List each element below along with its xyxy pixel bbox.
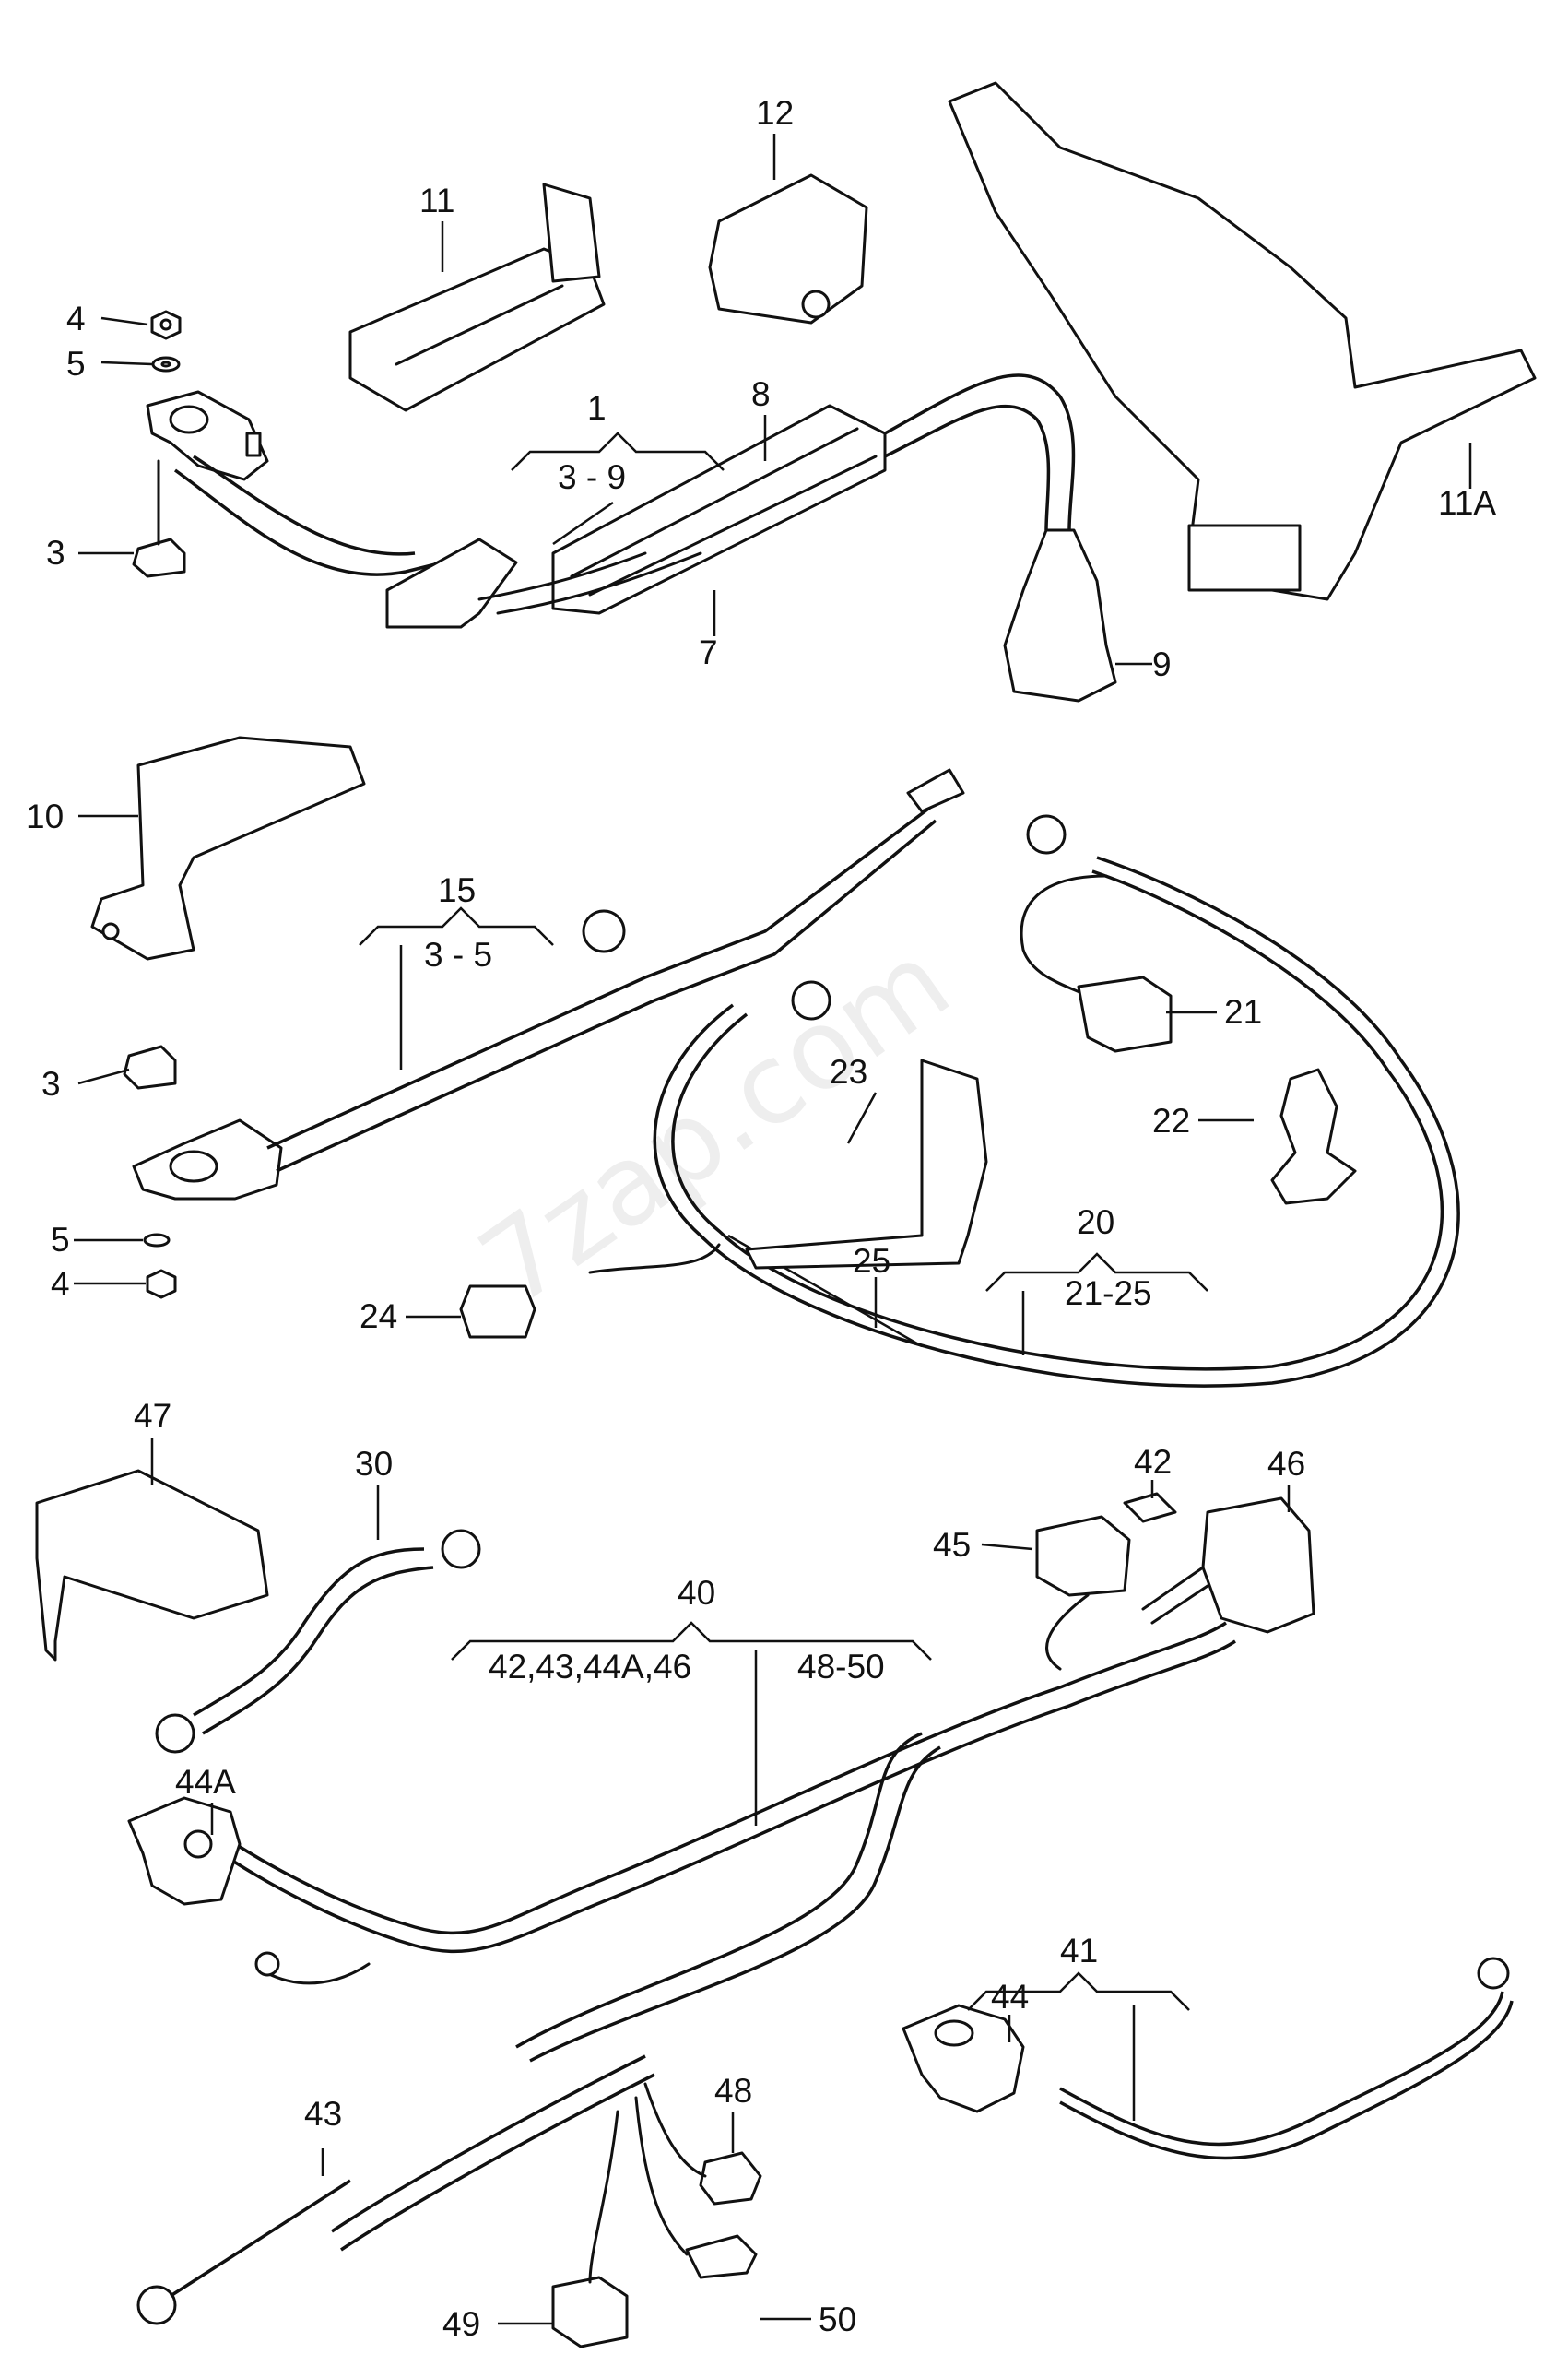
callout-22: 22 bbox=[1152, 1102, 1190, 1140]
battery-cable-assembly-1 bbox=[132, 310, 1117, 703]
callout-21: 21 bbox=[1224, 993, 1262, 1031]
callout-24: 24 bbox=[360, 1297, 397, 1335]
callout-11a: 11A bbox=[1438, 484, 1496, 522]
washer-icon bbox=[143, 1233, 171, 1248]
callout-3-mid: 3 bbox=[41, 1065, 61, 1103]
cable-lug-icon bbox=[791, 980, 831, 1021]
callout-45: 45 bbox=[933, 1526, 971, 1564]
callout-41: 41 bbox=[1060, 1932, 1098, 1970]
connector-21 bbox=[1077, 976, 1173, 1053]
callout-50: 50 bbox=[819, 2301, 856, 2338]
harness-40 bbox=[127, 1621, 1236, 2325]
terminal-boot bbox=[1003, 528, 1117, 703]
cover-12 bbox=[708, 173, 868, 325]
fuse-holder-23 bbox=[745, 1059, 988, 1270]
callout-5-top: 5 bbox=[66, 345, 86, 383]
callout-9: 9 bbox=[1152, 645, 1172, 683]
connector-48 bbox=[699, 2151, 762, 2206]
watermark: 7zap.com bbox=[458, 917, 973, 1331]
cable-lug-icon bbox=[136, 2285, 177, 2325]
callout-4-mid: 4 bbox=[51, 1265, 70, 1303]
callout-15-range: 3 - 5 bbox=[424, 936, 492, 974]
clamp-bolt-icon bbox=[132, 538, 186, 578]
cable-lug-icon bbox=[582, 909, 626, 953]
cable-lug-icon bbox=[441, 1529, 481, 1569]
nut-icon bbox=[146, 1269, 177, 1299]
harness-20 bbox=[588, 814, 1460, 1388]
cover-11 bbox=[348, 247, 606, 412]
leader-lines bbox=[74, 134, 1472, 2325]
battery-cable-41 bbox=[902, 1957, 1514, 2160]
callout-12: 12 bbox=[756, 94, 794, 132]
bracket-11a bbox=[948, 81, 1537, 601]
callout-20: 20 bbox=[1077, 1203, 1114, 1241]
connector-49 bbox=[551, 2276, 629, 2348]
callout-1: 1 bbox=[587, 389, 607, 427]
callout-7: 7 bbox=[699, 633, 718, 671]
cable-lug-icon bbox=[155, 1713, 195, 1754]
callout-1-range: 3 - 9 bbox=[558, 458, 626, 496]
callout-44: 44 bbox=[991, 1978, 1029, 2016]
connector-24 bbox=[459, 1284, 536, 1339]
callout-48: 48 bbox=[714, 2072, 752, 2110]
clip-22 bbox=[1270, 1068, 1357, 1205]
cable-lug-icon bbox=[906, 768, 965, 813]
callout-10: 10 bbox=[26, 798, 64, 835]
connector-46 bbox=[1201, 1496, 1315, 1634]
callout-43: 43 bbox=[304, 2095, 342, 2133]
callout-labels: 4 5 3 1 3 - 9 8 7 9 11 12 11A 10 15 3 - … bbox=[26, 94, 1496, 2343]
callout-4-top: 4 bbox=[66, 300, 86, 337]
callout-25: 25 bbox=[853, 1242, 890, 1280]
callout-40-range-b: 48-50 bbox=[797, 1648, 885, 1686]
bracket-10 bbox=[90, 736, 366, 961]
callout-44a: 44A bbox=[175, 1763, 236, 1801]
callout-49: 49 bbox=[442, 2305, 480, 2343]
callout-8: 8 bbox=[751, 375, 771, 413]
callout-40-range-a: 42,43,44A,46 bbox=[489, 1648, 691, 1686]
callout-11: 11 bbox=[419, 182, 454, 219]
cable-lug-icon bbox=[1477, 1957, 1510, 1990]
battery-terminal-clamp-icon bbox=[902, 2004, 1025, 2113]
connector-45 bbox=[1035, 1515, 1131, 1597]
clamp-bolt-icon bbox=[123, 1045, 177, 1090]
cable-lug-icon bbox=[254, 1951, 280, 1977]
callout-23: 23 bbox=[830, 1053, 867, 1091]
callout-30: 30 bbox=[355, 1445, 393, 1483]
callout-20-range: 21-25 bbox=[1065, 1274, 1152, 1312]
callout-42: 42 bbox=[1134, 1443, 1172, 1481]
callout-3-top: 3 bbox=[46, 534, 65, 572]
callout-5-mid: 5 bbox=[51, 1221, 70, 1259]
callout-15: 15 bbox=[438, 871, 476, 909]
callout-46: 46 bbox=[1267, 1445, 1305, 1483]
fuse-42 bbox=[1123, 1492, 1177, 1523]
cable-lug-icon bbox=[1026, 814, 1067, 855]
connector-50 bbox=[685, 2234, 758, 2279]
callout-47: 47 bbox=[134, 1397, 171, 1435]
cable-holder bbox=[385, 538, 518, 629]
ground-cable-30 bbox=[193, 1547, 425, 1717]
callout-40: 40 bbox=[678, 1574, 715, 1612]
battery-terminal-clamp-icon bbox=[127, 1796, 242, 1906]
battery-cable-15 bbox=[123, 768, 965, 1299]
control-unit-47 bbox=[35, 1469, 269, 1662]
